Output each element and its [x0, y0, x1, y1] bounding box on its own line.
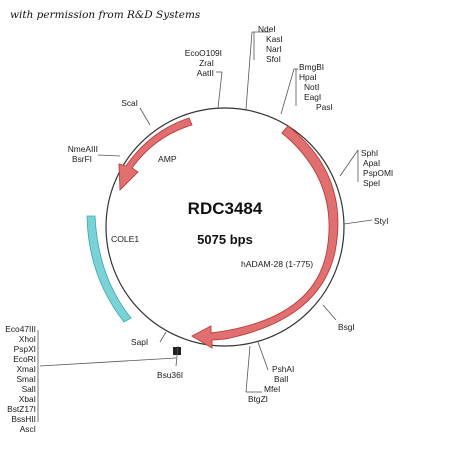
- site-label: NdeI: [258, 24, 276, 34]
- cole1-feature: [86, 215, 132, 323]
- site-label: BtgZI: [248, 394, 268, 404]
- site-group-ndei: NdeI KasI NarI SfoI: [258, 24, 283, 64]
- feature-label-amp: AMP: [158, 154, 177, 164]
- credit-caption: with permission from R&D Systems: [10, 9, 201, 21]
- site-label: KasI: [266, 34, 283, 44]
- site-label: AscI: [20, 424, 36, 434]
- site-tick-lines: [37, 31, 373, 422]
- site-label: ZraI: [199, 58, 214, 68]
- plasmid-backbone: [105, 107, 345, 347]
- site-label: XhoI: [19, 334, 36, 344]
- plasmid-name: RDC3484: [188, 199, 263, 218]
- site-group-bmgbi: BmgBI HpaI NotI EagI PasI: [299, 62, 333, 112]
- site-label: SalI: [22, 384, 36, 394]
- amp-arrow: [118, 117, 193, 192]
- site-label-bsu36i: Bsu36I: [157, 370, 183, 380]
- site-label: NotI: [304, 82, 319, 92]
- site-label: PspXI: [14, 344, 36, 354]
- site-label-styi: StyI: [374, 216, 388, 226]
- site-label: PshAI: [272, 364, 294, 374]
- feature-label-cole1: COLE1: [111, 234, 139, 244]
- site-label: BstZ17I: [7, 404, 36, 414]
- site-label: SpeI: [363, 178, 380, 188]
- site-label-sapi: SapI: [131, 337, 148, 347]
- site-label: SphI: [361, 148, 378, 158]
- site-group-mcs: Eco47III XhoI PspXI EcoRI XmaI SmaI SalI…: [5, 324, 36, 434]
- feature-label-hadam28: hADAM-28 (1-775): [241, 259, 313, 269]
- site-label-scai: ScaI: [121, 98, 138, 108]
- site-group-ecoo109i: EcoO109I ZraI AatII: [185, 48, 222, 78]
- site-label: BssHII: [11, 414, 36, 424]
- site-label: Eco47III: [5, 324, 36, 334]
- site-group-nmeaiii: NmeAIII BsrFI: [68, 144, 98, 164]
- plasmid-size: 5075 bps: [197, 232, 253, 247]
- site-group-sphi: SphI ApaI PspOMI SpeI: [361, 148, 393, 188]
- site-label-bsgi: BsgI: [338, 322, 355, 332]
- site-label: EagI: [304, 92, 321, 102]
- site-label: SmaI: [16, 374, 36, 384]
- site-label: BmgBI: [299, 62, 324, 72]
- site-label: PspOMI: [363, 168, 393, 178]
- site-label: SfoI: [266, 54, 281, 64]
- hadam28-arrow: [191, 125, 339, 349]
- bsu36i-marker: [173, 347, 181, 355]
- site-label: NarI: [266, 44, 282, 54]
- site-label: XbaI: [19, 394, 36, 404]
- site-label: EcoO109I: [185, 48, 222, 58]
- site-label: HpaI: [299, 72, 317, 82]
- site-group-pshai: PshAI BalI MfeI BtgZI: [248, 364, 294, 404]
- site-label: XmaI: [16, 364, 36, 374]
- site-label: NmeAIII: [68, 144, 98, 154]
- site-label: PasI: [316, 102, 333, 112]
- site-label: BsrFI: [72, 154, 92, 164]
- site-label: ApaI: [363, 158, 380, 168]
- site-label: BalI: [274, 374, 288, 384]
- site-label: MfeI: [264, 384, 280, 394]
- site-label: EcoRI: [13, 354, 36, 364]
- site-label: AatII: [197, 68, 214, 78]
